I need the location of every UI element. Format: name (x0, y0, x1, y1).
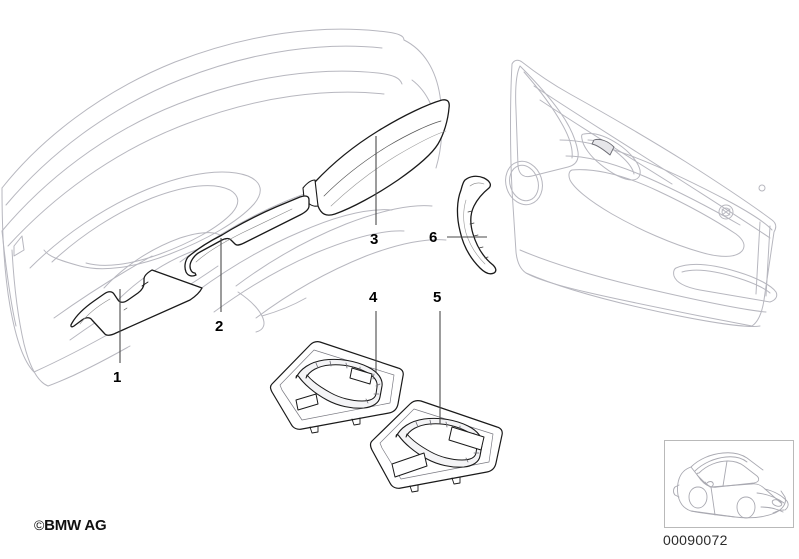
part-1-dashboard-trim-driver-side[interactable] (70, 269, 203, 336)
part-4-gear-selector-trim-plate-upper[interactable] (269, 341, 404, 434)
callout-label-1[interactable]: 1 (113, 369, 122, 386)
callout-label-4[interactable]: 4 (369, 289, 378, 306)
diagram-number: 00090072 (663, 532, 728, 548)
vehicle-thumbnail-box (664, 440, 794, 528)
part-5-gear-selector-trim-plate-lower[interactable] (369, 400, 503, 493)
vehicle-thumbnail (673, 452, 789, 519)
part-2-dashboard-trim-center[interactable] (184, 195, 310, 277)
callout-label-6[interactable]: 6 (429, 229, 438, 246)
callout-label-3[interactable]: 3 (370, 231, 379, 248)
door-panel-assembly (505, 59, 778, 327)
copyright-notice: ©BMW AG (34, 517, 107, 534)
part-3-dashboard-trim-passenger-side[interactable] (302, 99, 450, 216)
leader-lines (119, 136, 487, 424)
callout-label-5[interactable]: 5 (433, 289, 442, 306)
callout-label-2[interactable]: 2 (215, 318, 224, 335)
copyright-symbol: © (34, 517, 45, 533)
part-6-door-panel-trim-strip[interactable] (456, 175, 497, 275)
instrument-panel-assembly (1, 28, 447, 387)
copyright-owner: BMW AG (44, 517, 107, 534)
